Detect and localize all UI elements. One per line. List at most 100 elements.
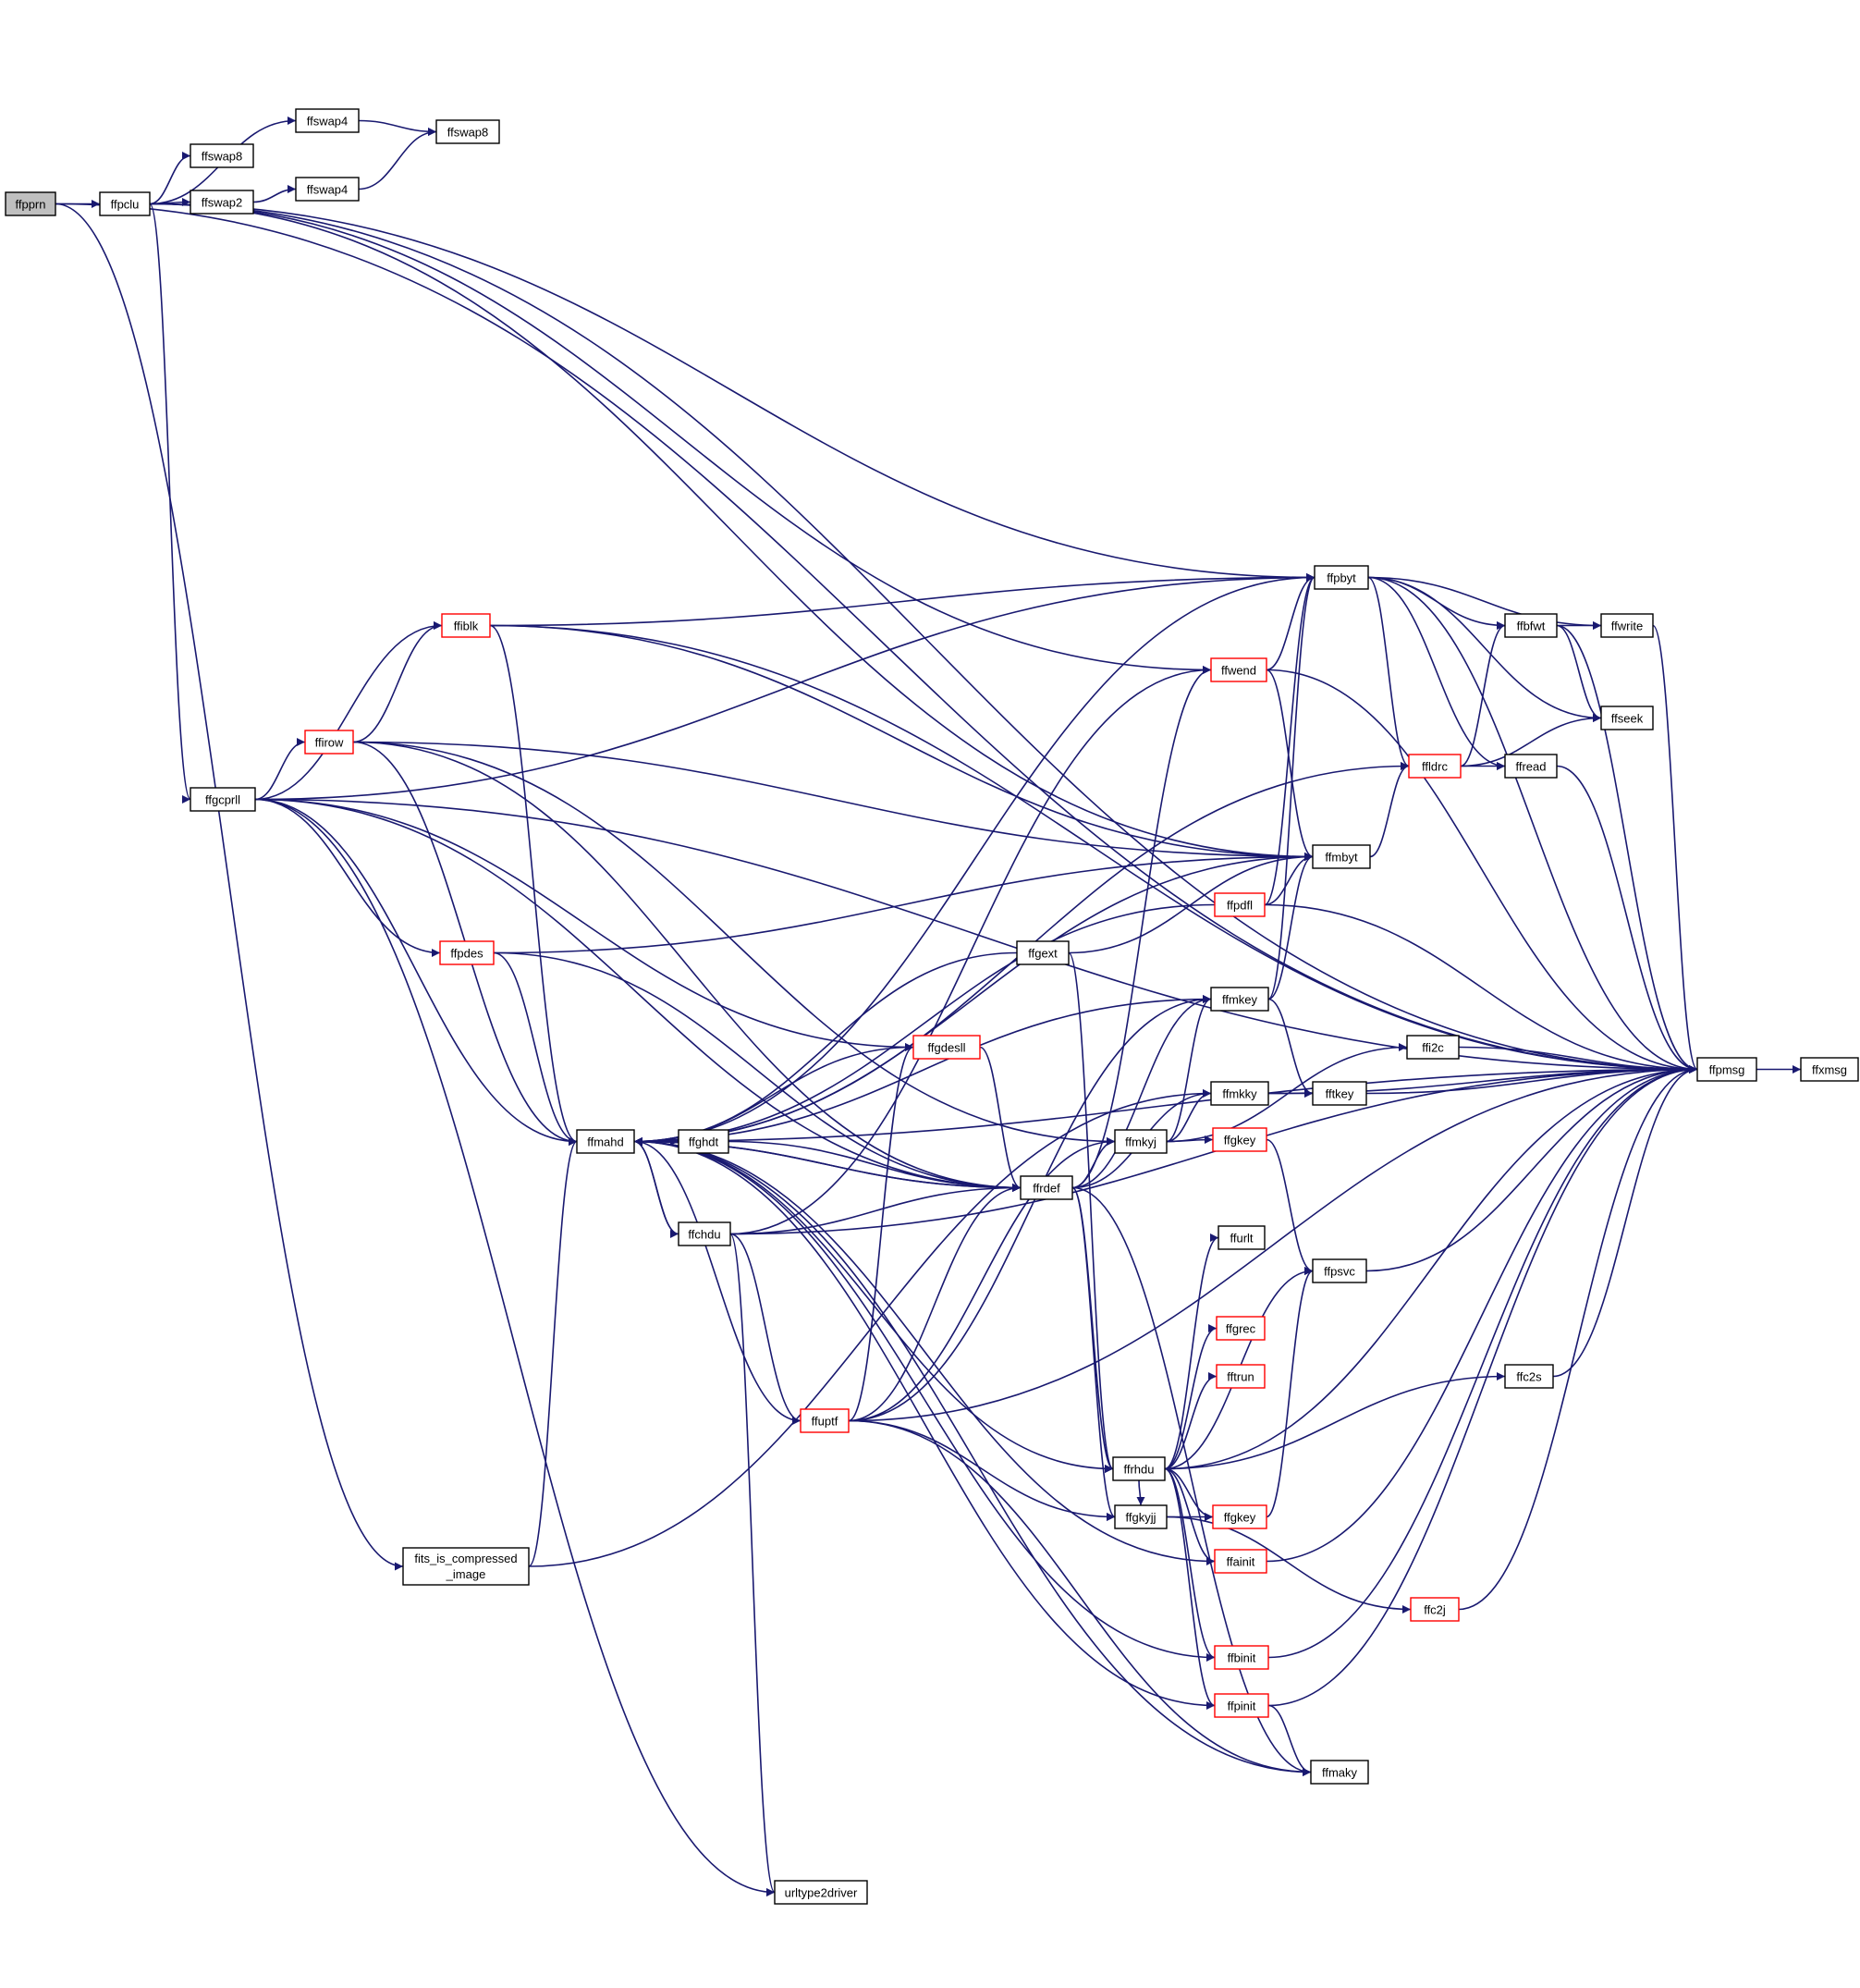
node-ffxmsg[interactable]: ffxmsg bbox=[1800, 1057, 1859, 1082]
edge-ffpsvc-to-ffpmsg bbox=[1365, 1065, 1698, 1272]
node-fits_is_compressed[interactable]: fits_is_compressed_image bbox=[402, 1547, 530, 1586]
node-ffbinit[interactable]: ffbinit bbox=[1214, 1645, 1269, 1670]
edge-ffiblk-to-ffmahd bbox=[489, 624, 578, 1146]
edge-ffldrc-to-ffseek bbox=[1460, 714, 1602, 767]
node-label: ffpprn bbox=[15, 198, 45, 212]
node-label: ffmbyt bbox=[1325, 851, 1358, 865]
node-box bbox=[800, 1408, 850, 1433]
edge-ffmkey-to-fftkey bbox=[1267, 998, 1314, 1098]
node-ffmbyt[interactable]: ffmbyt bbox=[1312, 844, 1371, 869]
node-box bbox=[439, 940, 495, 965]
node-ffswap4a[interactable]: ffswap4 bbox=[295, 108, 360, 133]
node-label: ffuptf bbox=[812, 1415, 838, 1429]
node-label: ffswap4 bbox=[307, 115, 349, 129]
node-ffgcprll[interactable]: ffgcprll bbox=[190, 787, 256, 812]
edge-ffainit-to-ffpmsg bbox=[1266, 1065, 1698, 1563]
node-ffirow[interactable]: ffirow bbox=[304, 730, 354, 755]
edge-ffmkey-to-ffpbyt bbox=[1267, 573, 1315, 1000]
node-ffgext[interactable]: ffgext bbox=[1016, 940, 1070, 965]
edge-ffpprn-to-fits_is_compressed bbox=[55, 202, 404, 1571]
edge-ffread-to-ffpmsg bbox=[1556, 765, 1698, 1074]
node-ffgdesll[interactable]: ffgdesll bbox=[912, 1035, 981, 1060]
node-ffmaky[interactable]: ffmaky bbox=[1310, 1760, 1369, 1785]
edge-ffbfwt-to-ffpmsg bbox=[1556, 624, 1698, 1074]
node-ffmahd[interactable]: ffmahd bbox=[576, 1129, 635, 1154]
edge-ffirow-to-ffmkyj bbox=[352, 741, 1116, 1146]
node-ffwrite[interactable]: ffwrite bbox=[1600, 613, 1654, 638]
node-ffpdes[interactable]: ffpdes bbox=[439, 940, 495, 965]
edge-ffpbyt-to-ffread bbox=[1367, 576, 1506, 770]
node-label: ffirow bbox=[315, 736, 344, 750]
node-urltype2driver[interactable]: urltype2driver bbox=[774, 1880, 868, 1905]
node-ffpinit[interactable]: ffpinit bbox=[1214, 1693, 1269, 1718]
node-ffrhdu[interactable]: ffrhdu bbox=[1112, 1456, 1166, 1481]
node-ffghdt[interactable]: ffghdt bbox=[678, 1129, 729, 1154]
edge-ffpdes-to-ffrdef bbox=[493, 951, 1022, 1192]
node-ffldrc[interactable]: ffldrc bbox=[1408, 754, 1462, 779]
node-ffpbyt[interactable]: ffpbyt bbox=[1314, 565, 1369, 590]
edge-ffldrc-to-ffbfwt bbox=[1460, 621, 1506, 767]
node-box bbox=[1696, 1057, 1757, 1082]
edge-ffpbyt-to-ffpmsg bbox=[1367, 576, 1698, 1074]
node-ffurlt[interactable]: ffurlt bbox=[1218, 1225, 1266, 1250]
node-label: ffmkky bbox=[1222, 1087, 1257, 1101]
edge-ffuptf-to-ffrdef bbox=[848, 1184, 1022, 1422]
node-ffmkey[interactable]: ffmkey bbox=[1210, 987, 1269, 1012]
node-box bbox=[1210, 657, 1267, 682]
node-ffainit[interactable]: ffainit bbox=[1214, 1549, 1267, 1574]
edge-ffgcprll-to-ffpbyt bbox=[254, 573, 1315, 801]
node-label: ffpdfl bbox=[1227, 899, 1253, 913]
node-label: ffgkey bbox=[1224, 1134, 1256, 1147]
node-ffpclu[interactable]: ffpclu bbox=[99, 191, 151, 216]
node-ffpsvc[interactable]: ffpsvc bbox=[1312, 1258, 1367, 1283]
node-box bbox=[1212, 1127, 1267, 1152]
node-fftkey[interactable]: fftkey bbox=[1312, 1081, 1367, 1106]
node-ffiblk[interactable]: ffiblk bbox=[441, 613, 491, 638]
node-ffwend[interactable]: ffwend bbox=[1210, 657, 1267, 682]
node-ffpmsg[interactable]: ffpmsg bbox=[1696, 1057, 1757, 1082]
node-box bbox=[402, 1547, 530, 1586]
edge-ffbinit-to-ffmahd bbox=[633, 1137, 1216, 1659]
edge-ffgdesll-to-ffrdef bbox=[979, 1046, 1022, 1192]
node-ffswap8a[interactable]: ffswap8 bbox=[435, 119, 500, 144]
node-box bbox=[1312, 1258, 1367, 1283]
edge-ffgcprll-to-ffpdes bbox=[254, 798, 441, 957]
node-ffseek[interactable]: ffseek bbox=[1600, 706, 1654, 730]
node-ffgkyjj[interactable]: ffgkyjj bbox=[1114, 1504, 1168, 1529]
node-ffbfwt[interactable]: ffbfwt bbox=[1504, 613, 1558, 638]
node-label: ffainit bbox=[1227, 1555, 1255, 1569]
node-ffgkey2[interactable]: ffgkey bbox=[1212, 1504, 1267, 1529]
node-box bbox=[1600, 706, 1654, 730]
node-box bbox=[1504, 613, 1558, 638]
node-ffswap4b[interactable]: ffswap4 bbox=[295, 177, 360, 202]
node-ffrdef[interactable]: ffrdef bbox=[1020, 1175, 1073, 1200]
node-label: ffread bbox=[1515, 760, 1546, 774]
node-ffswap2[interactable]: ffswap2 bbox=[190, 190, 254, 215]
edge-ffirow-to-ffmbyt bbox=[352, 741, 1314, 861]
node-box bbox=[1212, 1504, 1267, 1529]
node-ffc2s[interactable]: ffc2s bbox=[1504, 1364, 1554, 1389]
node-label: urltype2driver bbox=[785, 1886, 858, 1900]
node-ffmkky[interactable]: ffmkky bbox=[1210, 1081, 1269, 1106]
node-ffswap8b[interactable]: ffswap8 bbox=[190, 143, 254, 168]
node-ffi2c[interactable]: ffi2c bbox=[1406, 1035, 1460, 1060]
node-ffc2j[interactable]: ffc2j bbox=[1410, 1597, 1460, 1622]
node-box bbox=[1312, 1081, 1367, 1106]
node-ffread[interactable]: ffread bbox=[1504, 754, 1558, 779]
edge-ffrhdu-to-ffpinit bbox=[1164, 1467, 1216, 1710]
node-label: ffpbyt bbox=[1327, 571, 1356, 585]
node-ffchdu[interactable]: ffchdu bbox=[678, 1221, 731, 1246]
node-ffgrec[interactable]: ffgrec bbox=[1216, 1316, 1266, 1341]
node-ffuptf[interactable]: ffuptf bbox=[800, 1408, 850, 1433]
edge-ffpclu-to-ffmbyt bbox=[149, 202, 1314, 861]
node-ffpprn[interactable]: ffpprn bbox=[5, 191, 56, 216]
node-label: ffbinit bbox=[1228, 1651, 1256, 1665]
edge-ffiblk-to-ffmbyt bbox=[489, 624, 1314, 861]
node-ffmkyj[interactable]: ffmkyj bbox=[1114, 1129, 1168, 1154]
node-ffpdfl[interactable]: ffpdfl bbox=[1214, 892, 1266, 917]
node-box bbox=[1112, 1456, 1166, 1481]
edge-ffwend-to-ffpmsg bbox=[1266, 669, 1698, 1074]
edge-ffgcprll-to-urltype2driver bbox=[254, 798, 776, 1896]
node-ffgkey1[interactable]: ffgkey bbox=[1212, 1127, 1267, 1152]
node-fftrun[interactable]: fftrun bbox=[1216, 1364, 1266, 1389]
